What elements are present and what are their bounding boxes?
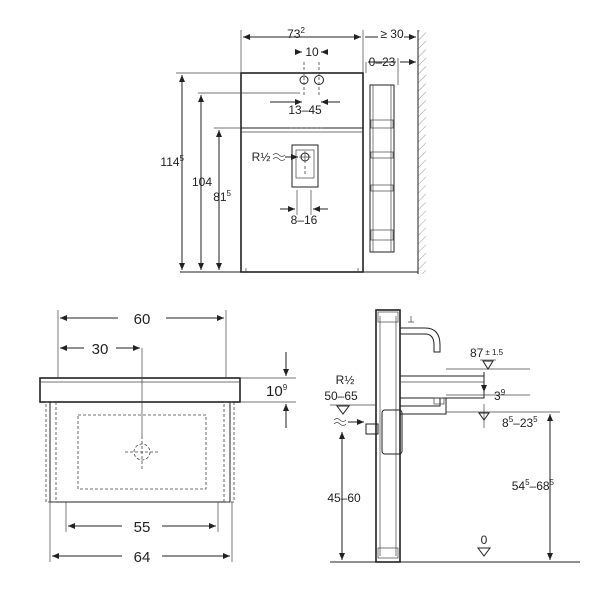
basin-view: 60 30 109 55 64 <box>39 310 296 566</box>
wall-hatch <box>418 30 426 274</box>
pipe-label-front: R½ <box>252 150 271 164</box>
dim-basin-30: 30 <box>92 341 109 358</box>
dim-width-label: 732 <box>287 26 305 41</box>
side-frame-post <box>375 309 401 563</box>
siphon-trap <box>381 409 403 455</box>
dim-height-81: 815 <box>213 189 231 204</box>
dim-range-8-23: 85–235 <box>502 415 538 430</box>
dim-pipe-range: 50–65 <box>324 389 358 403</box>
dim-level-87: 87± 1.5 <box>470 346 504 360</box>
level-87-marker <box>482 360 494 370</box>
front-view: 732 ≥ 30 0–23 10 13–45 R½ 8–16 1145 <box>160 26 426 274</box>
dim-basin-55: 55 <box>134 519 151 536</box>
cabinet-outline <box>240 72 364 273</box>
dim-height-total: 1145 <box>160 154 184 169</box>
siphon <box>400 397 447 415</box>
floor-level-marker <box>477 547 491 557</box>
dim-range-54-68: 545–685 <box>512 478 555 493</box>
basin-cabinet <box>49 401 231 503</box>
dim-wall-gap: ≥ 30 <box>380 27 404 41</box>
dim-drop-3: 39 <box>494 388 506 403</box>
dim-floor-zero: 0 <box>481 533 488 547</box>
water-inlet-icon <box>272 153 286 161</box>
dim-basin-64: 64 <box>134 549 151 566</box>
dim-tap-range: 13–45 <box>288 103 322 117</box>
basin-bowl-outline <box>77 414 207 490</box>
basin-rim <box>39 377 241 403</box>
pipe-label-side: R½ <box>336 373 355 387</box>
dim-height-104: 104 <box>192 175 212 189</box>
dim-outlet-range: 8–16 <box>291 213 318 227</box>
valve-box <box>291 144 319 188</box>
tap-spout <box>400 327 441 353</box>
side-water-inlet-icon <box>333 418 347 426</box>
dim-basin-height: 109 <box>266 383 288 400</box>
dim-basin-60: 60 <box>134 311 151 328</box>
mount-frame-side <box>369 84 395 253</box>
dim-range-45-60: 45–60 <box>327 491 361 505</box>
dim-depth-range: 0–23 <box>369 55 396 69</box>
inlet-level-marker <box>336 405 350 415</box>
side-view: 87± 1.5 39 85–235 545–685 R½ 50–65 45–60… <box>324 309 580 563</box>
dim-tap-spacing: 10 <box>305 45 319 59</box>
